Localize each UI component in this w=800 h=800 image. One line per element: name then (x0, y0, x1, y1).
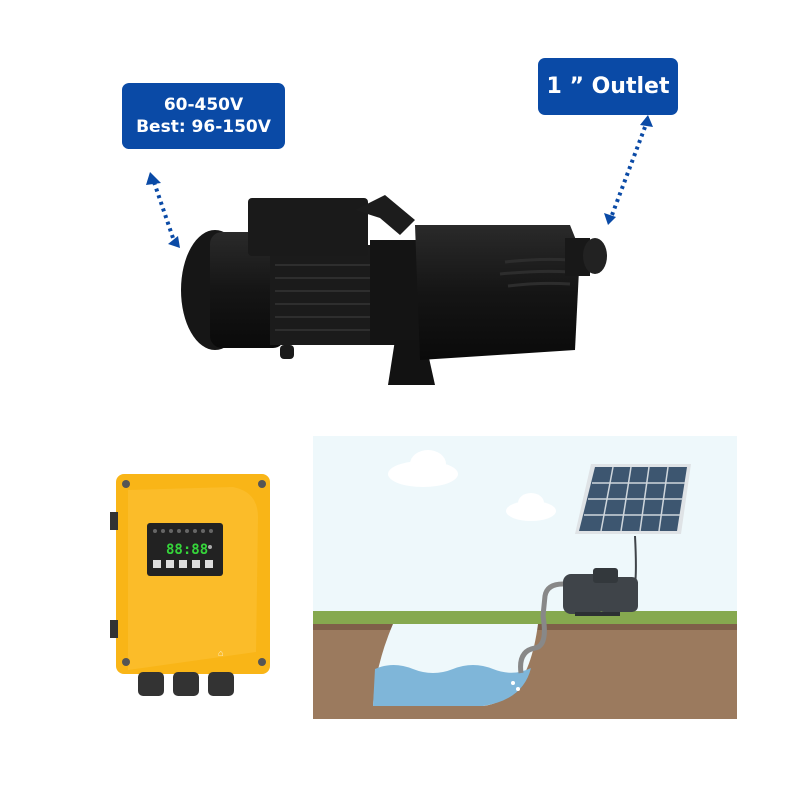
jet-pump-image (181, 195, 607, 385)
outlet-size-label: 1 ” Outlet (538, 58, 678, 115)
outlet-double-arrow-icon (604, 115, 653, 225)
voltage-best-text: Best: 96-150V (136, 117, 271, 137)
pump-controller-image: 88:88 ⌂ (110, 474, 270, 696)
controller-display: 88:88 (166, 542, 208, 558)
voltage-double-arrow-icon (146, 172, 180, 248)
solar-pump-diagram (313, 436, 737, 719)
voltage-range-text: 60-450V (163, 95, 244, 115)
voltage-range-label: 60-450V Best: 96-150V (122, 83, 285, 149)
svg-text:⌂: ⌂ (218, 648, 223, 658)
outlet-size-text: 1 ” Outlet (546, 74, 670, 99)
